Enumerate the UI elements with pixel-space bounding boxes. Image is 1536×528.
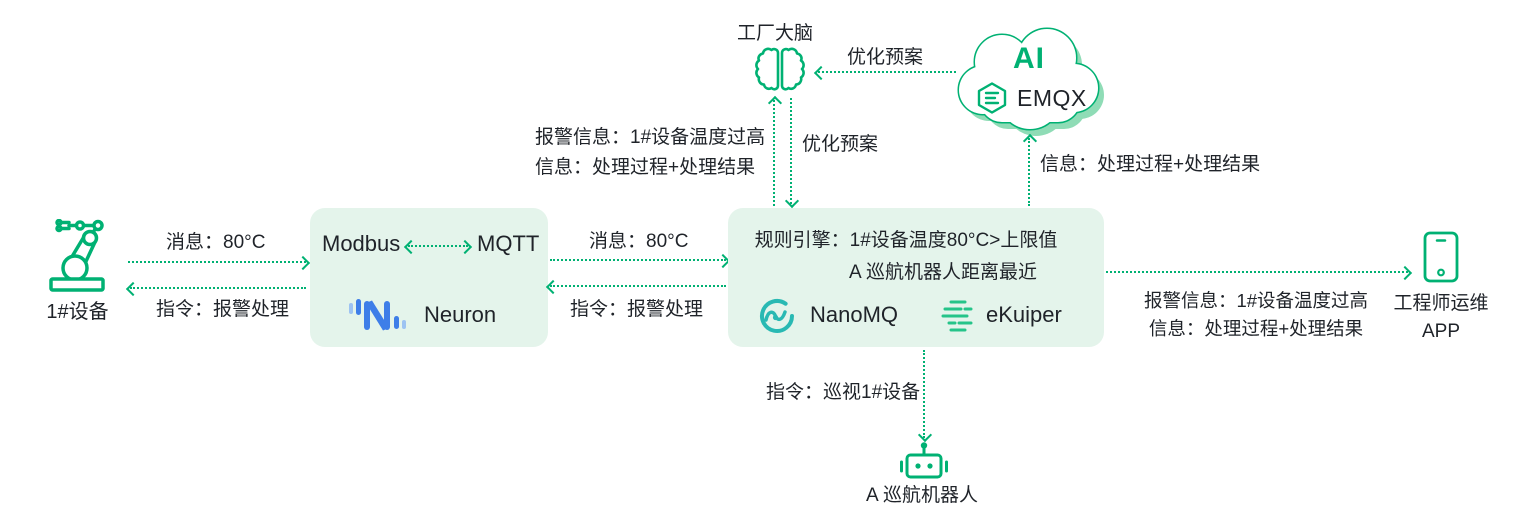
patrol-robot-label: A 巡航机器人 [866, 485, 978, 506]
arrow-device-to-gateway [128, 261, 306, 263]
product-ekuiper: eKuiper [986, 302, 1062, 327]
app-label-line2: APP [1421, 321, 1461, 342]
edge-label-device-cmd: 指令：报警处理 [156, 299, 290, 320]
arrow-brain-to-rule [790, 98, 792, 204]
arrow-gateway-to-device [130, 287, 306, 289]
product-nanomq: NanoMQ [810, 302, 899, 327]
protocol-modbus: Modbus [322, 231, 401, 256]
rule-engine-line1: 规则引擎：1#设备温度80°C>上限值 [754, 230, 1058, 251]
patrol-robot-icon [900, 442, 948, 479]
edge-label-app-line1: 报警信息：1#设备温度过高 [1143, 290, 1369, 311]
phone-icon [1423, 231, 1459, 283]
edge-label-brain-up-line2: 信息：处理过程+处理结果 [535, 157, 756, 178]
arrow-rule-to-cloud [1028, 138, 1030, 206]
gateway-panel [310, 208, 548, 347]
cloud-brand-text: EMQX [1017, 84, 1087, 111]
edge-label-rule-cmd: 指令：报警处理 [570, 299, 704, 320]
robot-arm-icon [49, 219, 105, 292]
app-label-line1: 工程师运维 [1393, 293, 1489, 314]
nanomq-logo-icon [760, 299, 794, 333]
brain-label: 工厂大脑 [737, 23, 814, 44]
edge-label-brain-down: 优化预案 [802, 134, 879, 155]
edge-label-rule-msg: 消息：80°C [589, 231, 689, 252]
product-neuron: Neuron [424, 302, 497, 327]
device-label: 1#设备 [46, 301, 109, 323]
edge-label-rule-to-cloud: 信息：处理过程+处理结果 [1040, 154, 1261, 175]
edge-label-brain-up-line1: 报警信息：1#设备温度过高 [535, 127, 766, 148]
edge-label-cloud-to-brain: 优化预案 [847, 47, 924, 68]
arrow-rule-to-brain [773, 100, 775, 206]
arrow-rule-to-app [1106, 271, 1408, 273]
neuron-logo-icon [349, 299, 406, 331]
rule-engine-line2: A 巡航机器人距离最近 [849, 262, 1037, 283]
edge-label-device-msg: 消息：80°C [166, 232, 266, 253]
arrow-cloud-to-brain [818, 71, 956, 73]
arrow-rule-to-gateway [550, 285, 726, 287]
brain-icon [755, 47, 805, 91]
edge-label-app-line2: 信息：处理过程+处理结果 [1148, 318, 1364, 339]
arrow-rule-to-robot [923, 350, 925, 438]
ekuiper-logo-icon [941, 300, 973, 332]
edge-label-rule-to-robot: 指令：巡视1#设备 [766, 382, 921, 403]
arrow-modbus-mqtt [408, 245, 468, 247]
protocol-mqtt: MQTT [477, 231, 540, 256]
cloud-brand-row: EMQX [977, 82, 1087, 114]
cloud-ai-text: AI [1013, 42, 1045, 75]
emqx-hexagon-icon [977, 82, 1007, 114]
arrow-gateway-to-rule [550, 259, 726, 261]
ai-cloud-icon [957, 27, 1104, 136]
